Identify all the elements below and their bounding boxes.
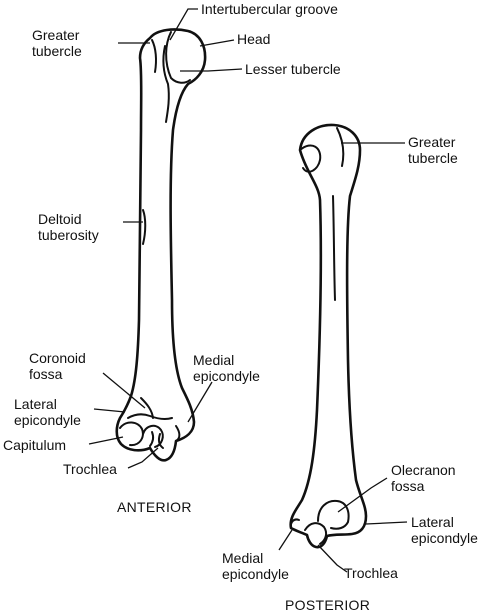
view-title-posterior: POSTERIOR	[285, 597, 371, 613]
anterior-trochlea-outline	[142, 424, 164, 449]
posterior-shaft-line	[332, 195, 336, 301]
leader-olecranon-fossa	[337, 477, 388, 513]
posterior-tubercle-line	[336, 127, 345, 167]
leader-posterior-trochlea	[317, 544, 348, 573]
leader-posterior-lateral-epicondyle	[365, 521, 408, 525]
anterior-head-outline	[165, 31, 191, 84]
label-posterior-lateral-epicondyle: Lateral epicondyle	[411, 514, 478, 546]
posterior-humerus	[289, 123, 368, 549]
view-title-anterior: ANTERIOR	[117, 499, 192, 515]
label-deltoid-tuberosity: Deltoid tuberosity	[38, 211, 99, 243]
label-coronoid-fossa: Coronoid fossa	[29, 350, 86, 382]
posterior-head-outline	[299, 144, 322, 173]
leader-posterior-medial-epicondyle	[278, 529, 293, 551]
leader-anterior-lateral-epicondyle	[93, 408, 126, 413]
posterior-bone-outline	[289, 123, 368, 549]
label-lesser-tubercle: Lesser tubercle	[245, 61, 341, 77]
anterior-condyle-ridge	[127, 413, 173, 421]
anterior-leader-lines	[88, 8, 243, 469]
label-olecranon-fossa: Olecranon fossa	[391, 462, 456, 494]
leader-head	[199, 39, 235, 47]
label-anterior-medial-epicondyle: Medial epicondyle	[193, 352, 260, 384]
leader-anterior-trochlea	[127, 447, 159, 469]
posterior-trochlea-outline	[304, 522, 328, 545]
leader-intertubercular-groove	[169, 8, 198, 41]
leader-capitulum	[88, 436, 124, 445]
label-anterior-trochlea: Trochlea	[63, 461, 117, 477]
label-posterior-greater-tubercle: Greater tubercle	[408, 134, 458, 166]
posterior-leader-lines	[278, 142, 408, 573]
anterior-bone-outline	[115, 28, 207, 462]
label-capitulum: Capitulum	[3, 437, 67, 453]
label-intertubercular-groove: Intertubercular groove	[201, 1, 338, 17]
anterior-groove-line	[162, 45, 170, 123]
anterior-greater-tubercle-line	[151, 39, 157, 73]
label-anterior-lateral-epicondyle: Lateral epicondyle	[14, 396, 81, 428]
label-posterior-medial-epicondyle: Medial epicondyle	[222, 550, 289, 582]
anterior-medial-epicondyle-outline	[175, 425, 181, 442]
anterior-capitulum-outline	[119, 421, 144, 447]
anterior-deltoid-ridge	[142, 209, 147, 245]
label-anterior-greater-tubercle: Greater tubercle	[32, 27, 82, 59]
posterior-olecranon-fossa	[317, 499, 350, 530]
label-posterior-trochlea: Trochlea	[344, 565, 398, 581]
leader-lesser-tubercle	[180, 68, 243, 72]
posterior-medial-epicondyle-outline	[289, 518, 300, 529]
leader-coronoid-fossa	[102, 372, 146, 409]
label-head: Head	[237, 31, 271, 47]
leader-anterior-medial-epicondyle	[187, 381, 213, 423]
anterior-humerus	[115, 28, 207, 462]
